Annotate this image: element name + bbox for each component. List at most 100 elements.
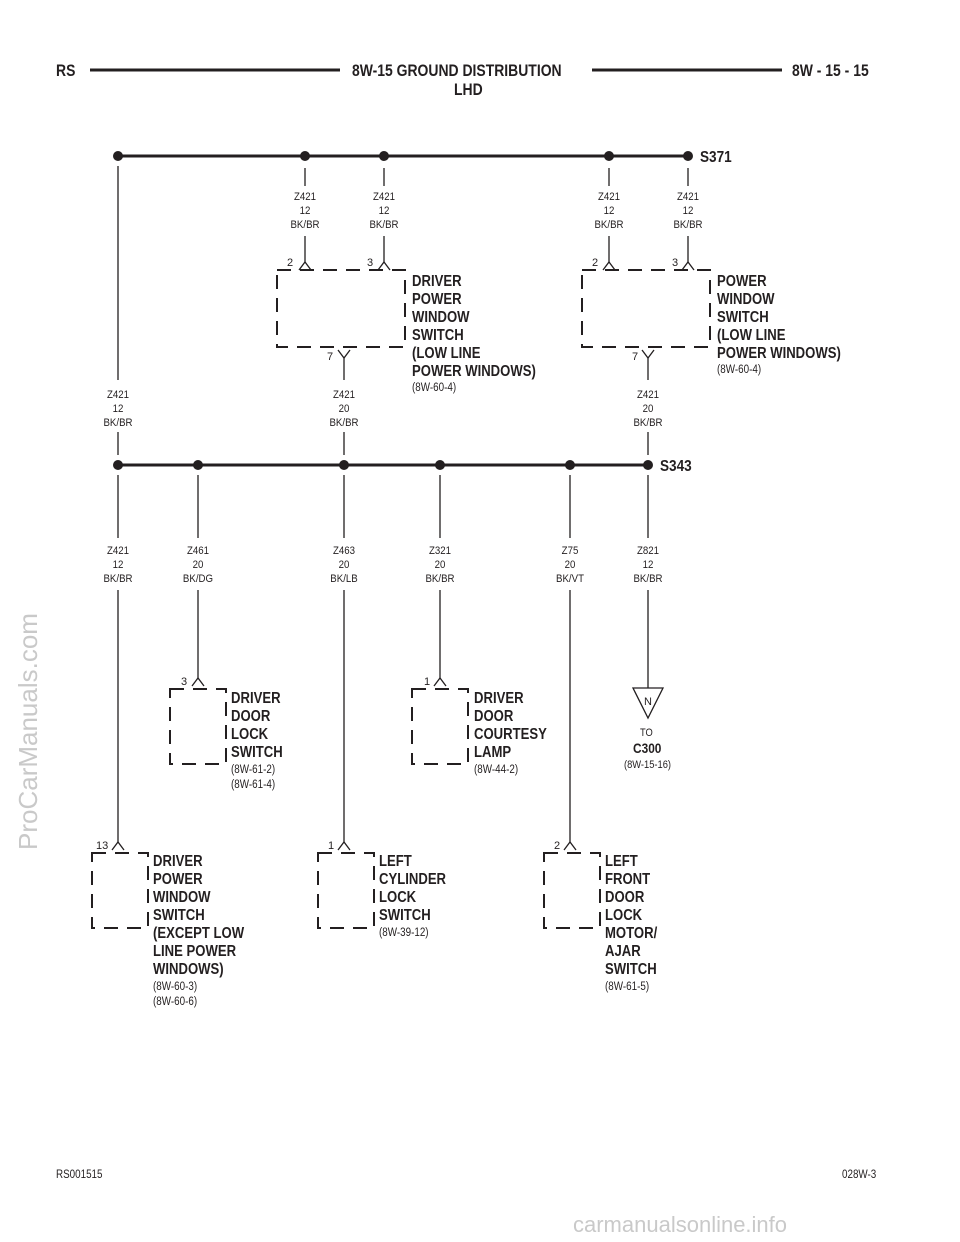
svg-text:(8W-44-2): (8W-44-2) xyxy=(474,763,518,776)
ground-symbol xyxy=(631,687,665,720)
pin-courtesy-lamp: 1 xyxy=(424,676,430,688)
splice-s343-label: S343 xyxy=(660,458,692,475)
svg-text:BK/DG: BK/DG xyxy=(183,574,213,586)
svg-text:12: 12 xyxy=(113,560,124,572)
svg-text:20: 20 xyxy=(435,560,446,572)
svg-text:Z461: Z461 xyxy=(187,546,209,558)
pin-numbers: 2 3 7 2 3 7 3 1 13 1 2 xyxy=(96,257,678,852)
component-left-cylinder-lock-switch: LEFT CYLINDER LOCK SWITCH (8W-39-12) xyxy=(379,853,446,939)
svg-text:Z463: Z463 xyxy=(333,546,355,558)
svg-text:12: 12 xyxy=(113,404,124,416)
svg-text:LOCK: LOCK xyxy=(605,907,643,924)
svg-text:DOOR: DOOR xyxy=(474,708,514,725)
component-driver-power-window-switch-low: DRIVER POWER WINDOW SWITCH (LOW LINE POW… xyxy=(412,273,536,394)
svg-text:SWITCH: SWITCH xyxy=(717,309,769,326)
svg-text:20: 20 xyxy=(339,560,350,572)
svg-text:FRONT: FRONT xyxy=(605,871,650,888)
svg-text:DRIVER: DRIVER xyxy=(153,853,203,870)
svg-text:(8W-39-12): (8W-39-12) xyxy=(379,926,429,939)
svg-text:12: 12 xyxy=(683,206,694,218)
splice-s371-dots xyxy=(113,151,693,161)
svg-text:BK/BR: BK/BR xyxy=(103,418,132,430)
svg-text:SWITCH: SWITCH xyxy=(379,907,431,924)
svg-text:(8W-60-3): (8W-60-3) xyxy=(153,980,197,993)
svg-text:POWER: POWER xyxy=(153,871,203,888)
svg-text:DRIVER: DRIVER xyxy=(474,690,524,707)
svg-text:DOOR: DOOR xyxy=(605,889,645,906)
svg-text:(LOW LINE: (LOW LINE xyxy=(412,345,481,362)
svg-text:Z421: Z421 xyxy=(637,390,659,402)
svg-text:POWER WINDOWS): POWER WINDOWS) xyxy=(412,363,536,380)
pin-sw2-b: 3 xyxy=(672,257,678,269)
svg-text:(8W-60-4): (8W-60-4) xyxy=(717,363,761,376)
svg-text:DOOR: DOOR xyxy=(231,708,271,725)
svg-text:BK/BR: BK/BR xyxy=(425,574,454,586)
svg-text:LINE POWER: LINE POWER xyxy=(153,943,236,960)
svg-text:12: 12 xyxy=(379,206,390,218)
pin-lock-switch: 3 xyxy=(181,676,187,688)
header-page-number: 8W - 15 - 15 xyxy=(792,61,869,80)
svg-text:BK/BR: BK/BR xyxy=(633,574,662,586)
svg-text:Z421: Z421 xyxy=(373,192,395,204)
component-labels: DRIVER POWER WINDOW SWITCH (LOW LINE POW… xyxy=(153,273,841,1008)
svg-text:(8W-61-2): (8W-61-2) xyxy=(231,763,275,776)
connector-terminals xyxy=(111,260,695,851)
svg-text:(EXCEPT LOW: (EXCEPT LOW xyxy=(153,925,244,942)
pin-sw1-c: 7 xyxy=(327,351,333,363)
svg-text:20: 20 xyxy=(643,404,654,416)
component-driver-door-lock-switch: DRIVER DOOR LOCK SWITCH (8W-61-2) (8W-61… xyxy=(231,690,283,791)
footer-left: RS001515 xyxy=(56,1167,103,1181)
pin-lock-motor: 2 xyxy=(554,840,560,852)
svg-text:Z421: Z421 xyxy=(107,546,129,558)
svg-text:(8W-61-5): (8W-61-5) xyxy=(605,980,649,993)
svg-text:LOCK: LOCK xyxy=(379,889,417,906)
svg-text:Z421: Z421 xyxy=(333,390,355,402)
svg-text:SWITCH: SWITCH xyxy=(605,961,657,978)
bottom-watermark: carmanualsonline.info xyxy=(573,1212,788,1237)
svg-text:POWER: POWER xyxy=(717,273,767,290)
ground-symbol-letter: N xyxy=(644,696,652,708)
svg-text:BK/BR: BK/BR xyxy=(103,574,132,586)
svg-text:LAMP: LAMP xyxy=(474,744,511,761)
pin-cylinder-switch: 1 xyxy=(328,840,334,852)
component-boxes xyxy=(91,269,711,929)
svg-text:Z421: Z421 xyxy=(294,192,316,204)
svg-text:(8W-60-6): (8W-60-6) xyxy=(153,995,197,1008)
svg-text:SWITCH: SWITCH xyxy=(153,907,205,924)
svg-text:Z75: Z75 xyxy=(562,546,579,558)
svg-text:WINDOW: WINDOW xyxy=(717,291,775,308)
svg-text:WINDOW: WINDOW xyxy=(153,889,211,906)
pin-sw2-a: 2 xyxy=(592,257,598,269)
svg-text:Z321: Z321 xyxy=(429,546,451,558)
component-power-window-switch-low: POWER WINDOW SWITCH (LOW LINE POWER WIND… xyxy=(717,273,841,376)
pin-driver-pws: 13 xyxy=(96,840,108,852)
pin-sw1-b: 3 xyxy=(367,257,373,269)
pin-sw1-a: 2 xyxy=(287,257,293,269)
svg-text:DRIVER: DRIVER xyxy=(412,273,462,290)
ground-to-label: TO xyxy=(640,727,653,739)
svg-text:DRIVER: DRIVER xyxy=(231,690,281,707)
component-driver-door-courtesy-lamp: DRIVER DOOR COURTESY LAMP (8W-44-2) xyxy=(474,690,547,776)
svg-text:LOCK: LOCK xyxy=(231,726,269,743)
component-left-front-door-lock-motor: LEFT FRONT DOOR LOCK MOTOR/ AJAR SWITCH … xyxy=(605,853,657,993)
svg-text:(LOW LINE: (LOW LINE xyxy=(717,327,786,344)
svg-text:WINDOW: WINDOW xyxy=(412,309,470,326)
wire-segments xyxy=(117,166,689,842)
svg-text:Z821: Z821 xyxy=(637,546,659,558)
svg-text:12: 12 xyxy=(300,206,311,218)
svg-text:SWITCH: SWITCH xyxy=(231,744,283,761)
